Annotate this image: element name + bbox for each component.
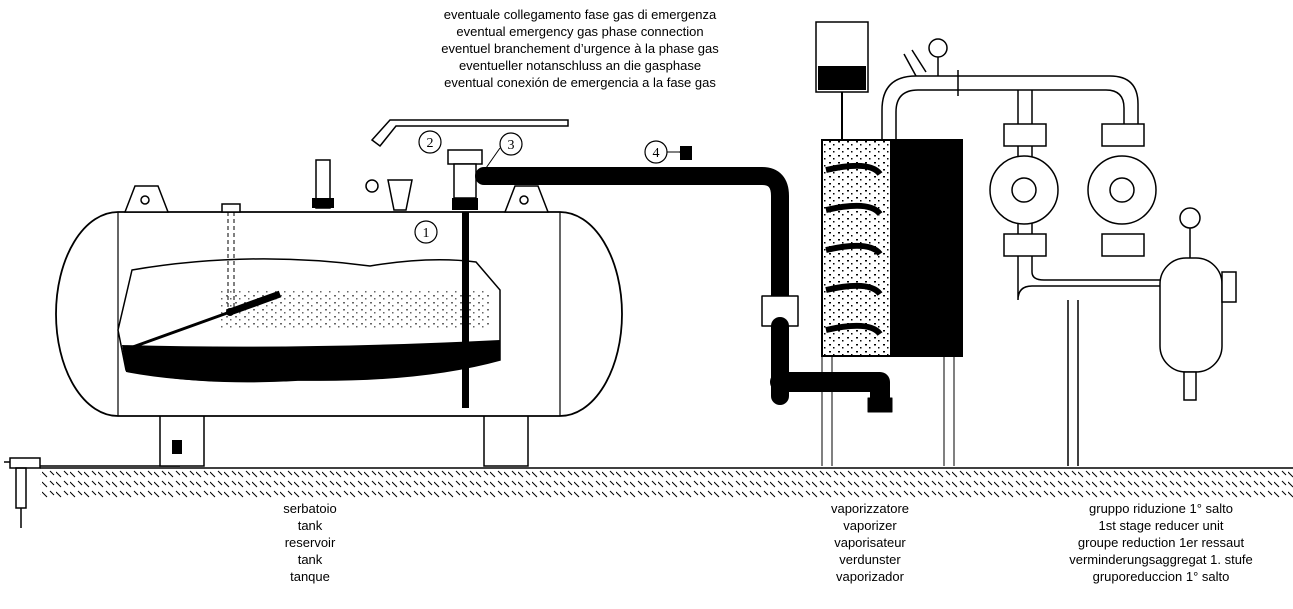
storage-tank: [55, 119, 623, 467]
tank-caption-en: tank: [297, 518, 323, 533]
callout-3: 3: [485, 132, 523, 169]
emergency-connection-note: eventuale collegamento fase gas di emerg…: [320, 6, 840, 91]
tank-caption-fr: reservoir: [284, 535, 336, 550]
gas-line: [881, 38, 1160, 301]
tank-caption-it: serbatoio: [283, 501, 337, 516]
reducer-unit: [989, 123, 1237, 466]
vaporizer-caption-fr: vaporisateur: [834, 535, 906, 550]
marker-3-label: 3: [508, 138, 515, 153]
tank-caption-de: tank: [297, 552, 323, 567]
tank-caption: serbatoio tank reservoir tank tanque: [240, 500, 380, 585]
reducer-caption-fr: groupe reduction 1er ressaut: [1077, 535, 1245, 550]
earth-electrode: [4, 457, 180, 528]
reducer-caption-es: gruporeduccion 1° salto: [1092, 569, 1230, 584]
note-line-it: eventuale collegamento fase gas di emerg…: [443, 7, 717, 22]
marker-2-label: 2: [427, 136, 434, 151]
vaporizer-caption: vaporizzatore vaporizer vaporisateur ver…: [780, 500, 960, 585]
reducer-caption: gruppo riduzione 1° salto 1st stage redu…: [1030, 500, 1292, 585]
callout-2: 2: [418, 130, 442, 154]
callout-1: 1: [414, 220, 438, 244]
note-line-fr: eventuel branchement d’urgence à la phas…: [441, 41, 719, 56]
reducer-caption-en: 1st stage reducer unit: [1098, 518, 1224, 533]
vaporizer: [815, 21, 963, 466]
marker-4-label: 4: [653, 146, 660, 161]
note-line-en: eventual emergency gas phase connection: [456, 24, 704, 39]
vaporizer-caption-de: verdunster: [839, 552, 901, 567]
ground: [40, 467, 1293, 498]
vaporizer-caption-es: vaporizador: [836, 569, 904, 584]
vaporizer-caption-it: vaporizzatore: [830, 501, 910, 516]
note-line-es: eventual conexión de emergencia a la fas…: [444, 75, 716, 90]
tank-caption-es: tanque: [290, 569, 330, 584]
reducer-caption-de: verminderungsaggregat 1. stufe: [1069, 552, 1253, 567]
vaporizer-caption-en: vaporizer: [843, 518, 897, 533]
callout-4: 4: [644, 140, 680, 164]
liquid-line: [475, 146, 893, 413]
marker-1-label: 1: [423, 226, 430, 241]
note-line-de: eventueller notanschluss an die gasphase: [458, 58, 702, 73]
reducer-caption-it: gruppo riduzione 1° salto: [1089, 501, 1233, 516]
